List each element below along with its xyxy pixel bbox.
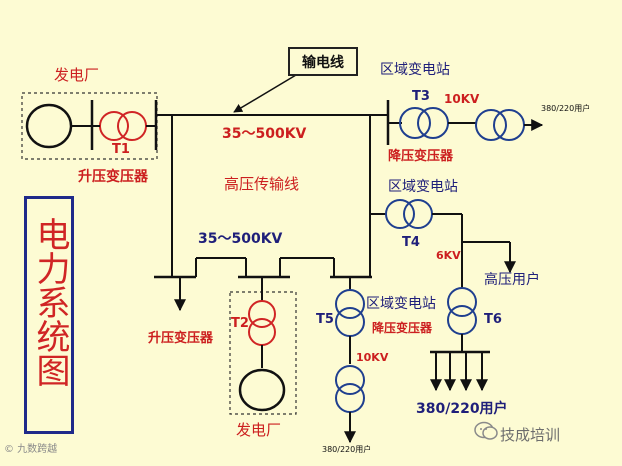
step-down-transformer-bottom-label: 降压变压器 [372,321,433,335]
t1-label: T1 [112,142,130,157]
diagram-title-box: 电力系统图 [24,196,74,434]
t5-winding-b [335,307,365,337]
watermark-text: 技成培训 [500,426,561,444]
t5-label: T5 [316,312,334,327]
regional-substation-top-label: 区域变电站 [380,62,450,78]
t5b-winding-a [335,365,365,395]
user-380-bottom-small: 380/220用户 [322,445,372,454]
t4-label: T4 [402,235,420,250]
voltage-hv-mid: 35～500KV [198,231,283,247]
step-down-transformer-top-label: 降压变压器 [388,149,454,164]
power-plant-top-label: 发电厂 [54,66,100,84]
step-up-transformer-bottom-label: 升压变压器 [148,331,214,346]
voltage-hv-top: 35～500KV [222,126,307,142]
step-up-transformer-top-label: 升压变压器 [78,169,148,185]
user-380-top: 380/220用户 [541,104,591,113]
t6-label: T6 [484,312,502,327]
t2-winding-b [248,318,276,346]
voltage-10kv-bottom: 10KV [356,351,389,364]
generator-bottom [238,368,286,412]
t3-label: T3 [412,89,430,104]
voltage-6kv: 6KV [436,249,461,262]
t3-winding-a [399,107,431,139]
t5b-winding-b [335,383,365,413]
t3-winding-b [417,107,449,139]
wechat-icon [474,421,498,440]
power-plant-bottom-label: 发电厂 [236,421,282,439]
user-380-bottom-large: 380/220用户 [416,401,508,417]
t6-winding-a [447,287,477,317]
line-box-pointer [233,74,297,113]
hv-user-label: 高压用户 [484,272,540,288]
t4-winding-b [403,199,433,229]
t3b-winding-b [493,109,525,141]
t2-label: T2 [231,316,249,331]
hv-transmission-line-label: 高压传输线 [224,175,300,193]
regional-substation-mid-label: 区域变电站 [388,179,458,195]
t1-winding-b [117,111,147,141]
regional-substation-bottom-label: 区域变电站 [366,296,436,312]
t6-winding-b [447,305,477,335]
transmission-line-label: 输电线 [288,47,358,76]
diagram-title: 电力系统图 [30,217,70,387]
copyright-text: © 九数跨越 [4,444,58,455]
t2-winding-a [248,300,276,328]
generator-top [25,103,73,149]
t5-winding-a [335,289,365,319]
t1-winding-a [99,111,129,141]
t4-winding-a [385,199,415,229]
voltage-10kv-top: 10KV [444,92,480,106]
t3b-winding-a [475,109,507,141]
